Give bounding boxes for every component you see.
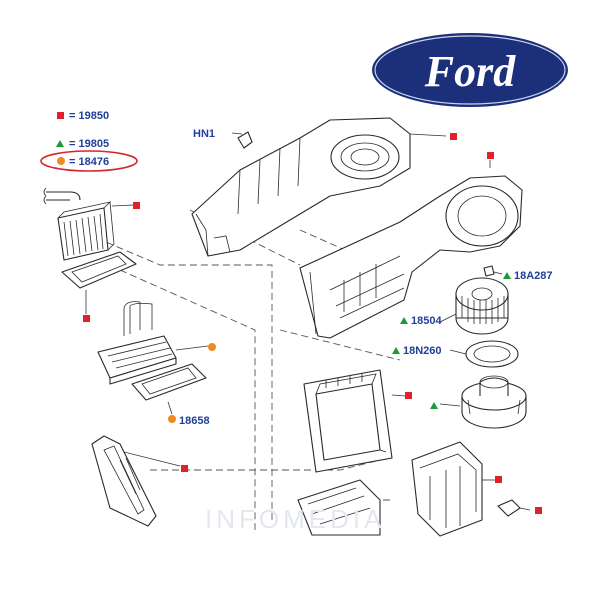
label-18n260: 18N260 xyxy=(403,345,442,357)
marker-square xyxy=(487,152,494,159)
marker-triangle xyxy=(400,317,408,324)
marker-circle xyxy=(168,415,176,423)
part-labels: HN1 18A287 18504 18N260 18658 xyxy=(179,128,553,427)
marker-square xyxy=(133,202,140,209)
marker-square xyxy=(83,315,90,322)
blower-motor xyxy=(461,375,527,429)
legend-item-19805: = 19805 xyxy=(69,138,109,150)
ford-logo: Ford xyxy=(370,31,570,109)
main-hvac-housing xyxy=(299,160,523,339)
upper-duct-housing xyxy=(191,117,447,257)
marker-square xyxy=(405,392,412,399)
clip-18a287 xyxy=(483,265,503,277)
blower-wheel xyxy=(455,277,509,335)
bracket-lower-left xyxy=(91,435,181,527)
watermark: INFOMEDIA xyxy=(205,504,385,534)
label-leaders xyxy=(439,313,467,407)
part-markers xyxy=(83,133,542,514)
ford-logo-text: Ford xyxy=(424,47,516,96)
heater-core-seal xyxy=(61,251,137,314)
legend-item-19850: = 19850 xyxy=(69,110,109,122)
marker-triangle xyxy=(503,272,511,279)
marker-square xyxy=(181,465,188,472)
evaporator-seal xyxy=(131,363,207,415)
label-hn1: HN1 xyxy=(193,128,215,140)
label-18504: 18504 xyxy=(411,315,442,327)
seal-ring-18n260 xyxy=(465,340,519,368)
legend-item-18476: = 18476 xyxy=(69,156,109,168)
heater-core xyxy=(43,187,135,261)
label-18a287: 18A287 xyxy=(514,270,553,282)
marker-square xyxy=(450,133,457,140)
legend: = 19850 = 19805 = 18476 xyxy=(40,110,138,172)
door-frame xyxy=(303,369,407,473)
highlight-ring xyxy=(40,150,138,172)
legend-circle-icon xyxy=(57,157,65,165)
marker-triangle xyxy=(392,347,400,354)
label-18658: 18658 xyxy=(179,415,210,427)
marker-triangle xyxy=(430,402,438,409)
evaporator-core xyxy=(97,301,209,385)
marker-circle xyxy=(208,343,216,351)
marker-square xyxy=(535,507,542,514)
legend-triangle-icon xyxy=(56,140,64,147)
legend-square-icon xyxy=(57,112,64,119)
lower-actuator-assembly xyxy=(297,441,531,537)
marker-square xyxy=(495,476,502,483)
